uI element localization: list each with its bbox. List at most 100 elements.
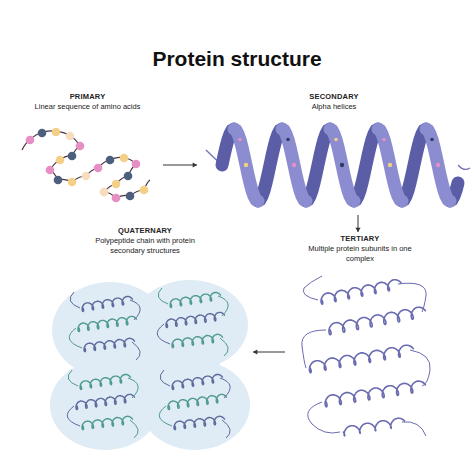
- loop-strand: [303, 276, 322, 300]
- residue-dot: [340, 163, 344, 167]
- arrow-line: [163, 165, 197, 166]
- amino-acid-bead: [68, 152, 77, 161]
- diagram-title: Protein structure: [0, 47, 474, 71]
- loop-strand: [130, 300, 140, 320]
- amino-acid-bead: [82, 172, 91, 181]
- amino-acid-bead: [132, 160, 141, 169]
- loop-strand: [68, 370, 78, 386]
- loop-strand: [308, 402, 340, 433]
- helix-coil: [329, 307, 426, 335]
- amino-acid-bead: [38, 129, 47, 138]
- helix-coil: [82, 416, 133, 429]
- loop-strand: [67, 406, 80, 426]
- helix-coil: [82, 297, 133, 312]
- helix-coil: [309, 345, 413, 373]
- amino-acid-bead: [126, 192, 135, 201]
- loop-strand: [222, 420, 230, 438]
- loop-strand: [70, 292, 80, 308]
- residue-dot: [292, 163, 296, 167]
- residue-dot: [436, 163, 440, 167]
- amino-acid-bead: [54, 176, 63, 185]
- peptide-backbone: [22, 131, 150, 198]
- helix-back: [354, 129, 378, 201]
- flow-arrow: [355, 215, 360, 232]
- helix-coil: [172, 334, 223, 347]
- loop-strand: [128, 378, 138, 398]
- helix-front: [282, 129, 306, 201]
- helix-coil: [80, 375, 131, 390]
- amino-acid-chain: [22, 128, 150, 203]
- amino-acid-bead: [94, 164, 103, 173]
- helix-back: [258, 129, 282, 201]
- stage-region: TERTIARYMultiple protein subunits in one…: [288, 234, 432, 446]
- helix-coil: [325, 381, 426, 407]
- stage-region: SECONDARYAlpha helices: [200, 92, 468, 214]
- residue-dot: [430, 138, 434, 142]
- helix-coil: [174, 416, 225, 429]
- stage-heading: PRIMARY: [18, 92, 158, 102]
- loop-strand: [302, 330, 326, 368]
- helix-coil: [78, 316, 137, 331]
- arrow-head: [193, 162, 197, 167]
- flow-arrow: [163, 162, 197, 167]
- residue-dot: [286, 138, 290, 142]
- loop-strand: [130, 420, 138, 438]
- helix-front: [426, 129, 450, 201]
- amino-acid-bead: [140, 186, 149, 195]
- flow-arrow: [253, 349, 285, 354]
- loop-strand: [157, 324, 170, 344]
- helix-back: [402, 129, 426, 201]
- quaternary-subunits: [67, 288, 230, 438]
- residue-dot: [388, 163, 392, 167]
- loop-strand: [410, 350, 430, 386]
- arrow-head: [253, 349, 257, 354]
- alpha-helix: [206, 129, 470, 201]
- loop-strand: [160, 370, 170, 386]
- loop-strand: [158, 288, 168, 304]
- tertiary-fold: [302, 276, 430, 436]
- loop-strand: [220, 338, 228, 356]
- helix-front: [378, 129, 402, 201]
- stage-heading: QUATERNARY: [85, 226, 205, 236]
- helix-coil: [76, 394, 135, 409]
- helix-coil: [172, 375, 223, 390]
- loop-strand: [132, 342, 140, 360]
- helix-back: [306, 129, 330, 201]
- stage-description: Polypeptide chain with protein secondary…: [85, 236, 205, 255]
- stage-description: Multiple protein subunits in one complex: [305, 244, 415, 263]
- stage-region: QUATERNARYPolypeptide chain with protein…: [40, 226, 250, 456]
- complex-blob: [50, 280, 250, 450]
- helix-front: [234, 129, 258, 201]
- amino-acid-bead: [124, 172, 133, 181]
- amino-acid-bead: [76, 142, 85, 151]
- amino-acid-bead: [112, 194, 121, 203]
- loop-strand: [220, 378, 230, 398]
- stage-description: Linear sequence of amino acids: [18, 102, 158, 112]
- stage-description: Alpha helices: [259, 102, 409, 112]
- amino-acid-bead: [68, 178, 77, 187]
- residue-dot: [244, 163, 248, 167]
- amino-acid-bead: [100, 188, 109, 197]
- helix-coil: [168, 394, 227, 409]
- helix-front: [330, 129, 354, 201]
- amino-acid-bead: [112, 180, 121, 189]
- loop-strand: [398, 283, 426, 312]
- amino-acid-bead: [52, 128, 61, 137]
- loop-strand: [218, 296, 228, 316]
- loop-strand: [69, 328, 82, 348]
- arrow-head: [355, 228, 360, 232]
- helix-coil: [166, 312, 225, 327]
- amino-acid-bead: [56, 156, 65, 165]
- helix-coil: [343, 418, 405, 436]
- stage-heading: TERTIARY: [305, 234, 415, 244]
- drawing-stroke: [458, 165, 470, 169]
- amino-acid-bead: [120, 154, 129, 163]
- helix-coil: [84, 338, 135, 351]
- amino-acid-bead: [46, 166, 55, 175]
- helix-coil: [170, 293, 221, 308]
- loop-strand: [402, 422, 426, 436]
- amino-acid-bead: [106, 156, 115, 165]
- residue-dot: [238, 138, 242, 142]
